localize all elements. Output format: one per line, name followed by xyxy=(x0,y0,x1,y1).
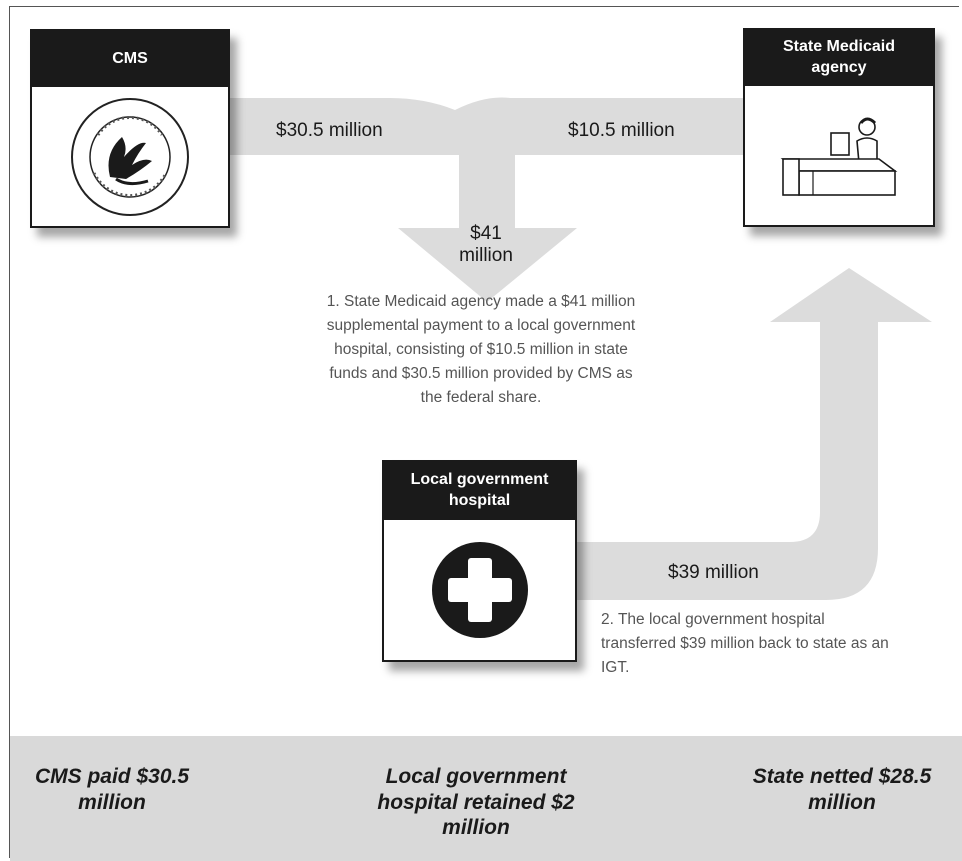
cms-title: CMS xyxy=(32,31,228,87)
cms-seal-area xyxy=(32,87,228,226)
flow-label-state-to-hospital: $10.5 million xyxy=(568,120,675,141)
summary-state: State netted $28.5 million xyxy=(752,765,932,814)
step1-note: 1. State Medicaid agency made a $41 mill… xyxy=(326,293,636,407)
hospital-title: Local government hospital xyxy=(384,462,575,520)
hospital-node: Local government hospital xyxy=(382,460,577,662)
combined-payment-arrow xyxy=(228,97,748,302)
summary-cms: CMS paid $30.5 million xyxy=(34,765,190,814)
flow-label-hospital-to-state: $39 million xyxy=(668,562,759,583)
summary-footer xyxy=(10,736,962,861)
flow-label-cms-to-hospital: $30.5 million xyxy=(276,120,383,141)
office-worker-desk-icon xyxy=(780,117,898,196)
cms-node: CMS xyxy=(30,29,230,228)
flow-label-combined-payment: $41 million xyxy=(459,223,513,266)
hospital-to-state-arrow xyxy=(575,268,932,600)
diagram-frame xyxy=(9,6,959,858)
summary-hospital: Local government hospital retained $2 mi… xyxy=(377,765,575,840)
step2-note: 2. The local government hospital transfe… xyxy=(601,611,889,677)
state-icon-area xyxy=(745,86,933,225)
state-node: State Medicaid agency xyxy=(743,28,935,227)
state-title: State Medicaid agency xyxy=(745,30,933,86)
medical-cross-icon xyxy=(431,542,528,638)
hospital-icon-area xyxy=(384,520,575,660)
hhs-seal-icon xyxy=(71,97,189,216)
